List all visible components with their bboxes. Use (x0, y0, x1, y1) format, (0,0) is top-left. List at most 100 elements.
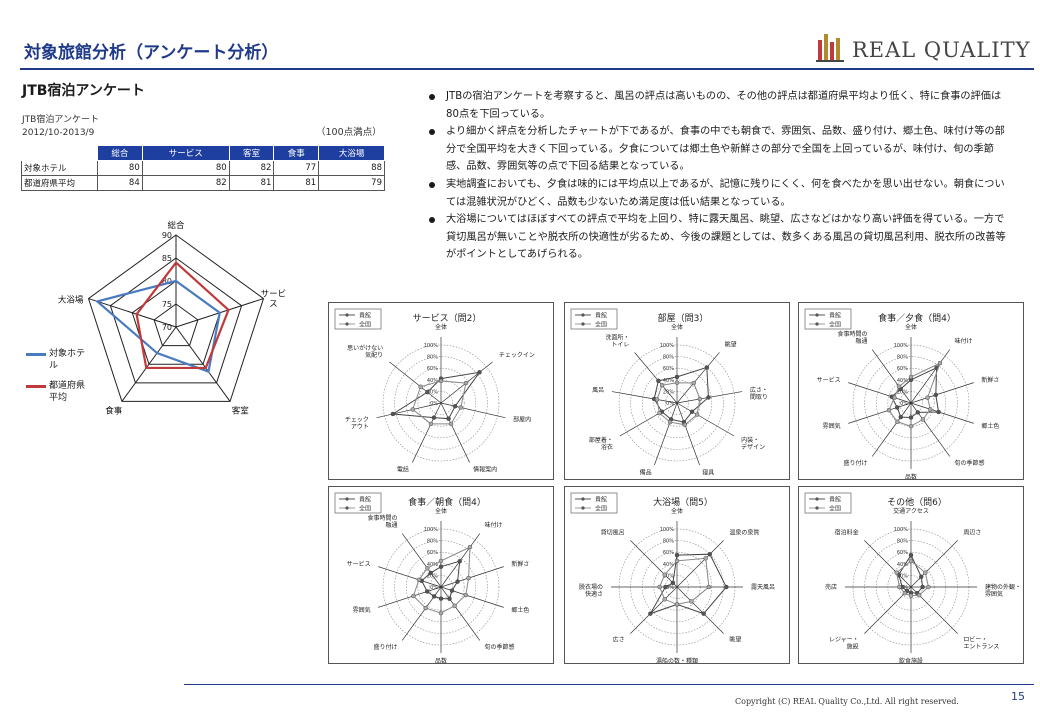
mini-series-point (933, 392, 939, 398)
label-line: 脱衣場の (579, 583, 603, 591)
mini-series-point (886, 407, 892, 413)
mini-axis-label: 脱衣場の快適さ (579, 583, 603, 598)
mini-series-point (455, 579, 460, 584)
score-table: 総合 サービス 客室 食事 大浴場 対象ホテル 80 80 82 77 88 都… (21, 145, 385, 191)
mini-axis-label: 食事時間の融通 (837, 330, 867, 345)
mini-spoke (389, 361, 442, 404)
mini-legend-box (804, 308, 852, 330)
mini-axis-label: 周辺さ (963, 530, 981, 537)
mini-series-point (923, 570, 928, 575)
mini-series-point (657, 410, 662, 416)
label-line: 大浴場 (58, 294, 84, 305)
mini-spoke (412, 402, 442, 463)
column-header: 客室 (228, 145, 275, 161)
mini-axis-label: 全体 (435, 507, 447, 515)
mini-series-point (892, 395, 897, 400)
mini-legend-marker (815, 313, 819, 317)
mini-series-point (654, 397, 660, 402)
label-line: 食事 (105, 406, 123, 417)
label-line: 施設 (847, 642, 859, 650)
mini-tick-label: 0% (666, 401, 674, 407)
mini-axis-label: 品数 (435, 657, 447, 663)
mini-series-line (391, 371, 481, 420)
table-row: 都道府県平均 84 82 81 81 79 (21, 175, 385, 191)
mini-series-point (896, 384, 902, 389)
label-line: チェックイン (499, 352, 535, 359)
label-line: 全体 (905, 323, 917, 331)
mini-legend-label: 貴館 (359, 312, 371, 320)
mini-spoke (619, 402, 678, 437)
mini-axis-label: 露天風呂 (751, 584, 775, 591)
mini-series-point (416, 577, 422, 583)
label-line: 郷土色 (981, 422, 999, 430)
mini-axis-label: 旬の季節感 (954, 459, 984, 467)
mini-chart-title: その他（問6） (887, 496, 947, 508)
mini-grid-ring (630, 356, 724, 450)
label-line: 融通 (385, 521, 397, 529)
mini-legend-marker (345, 497, 349, 501)
table-cell: 82 (141, 175, 230, 191)
mini-chart-other: 貴館全国その他（問6）100%80%60%40%20%0%交通アクセス周辺さ建物… (798, 486, 1024, 665)
mini-series-point (438, 610, 444, 616)
mini-series-point (438, 596, 444, 601)
mini-series-point (898, 414, 903, 420)
mini-series-point (438, 564, 444, 569)
label-line: 気配り (365, 351, 383, 359)
company-logo: REAL QUALITY (814, 30, 1030, 64)
mini-series-point (701, 611, 706, 616)
mini-legend-label: 貴館 (359, 496, 371, 504)
mini-chart-title: 大浴場（問5） (653, 496, 713, 508)
mini-legend-marker (581, 506, 585, 510)
mini-series-point (657, 584, 662, 590)
radar-spoke (121, 326, 177, 402)
table-cell: 81 (273, 175, 320, 191)
row-label: 対象ホテル (21, 160, 98, 176)
label-line: 雰囲気 (985, 590, 1003, 598)
mini-series-point (662, 572, 667, 577)
mini-legend-box (804, 492, 852, 514)
mini-spoke (871, 349, 912, 404)
label-line: 融通 (855, 337, 867, 345)
label-line: 新鮮さ (981, 376, 999, 384)
mini-spoke (676, 352, 720, 404)
mini-tick-label: 40% (897, 562, 908, 568)
mini-series-point (648, 611, 653, 616)
mini-axis-label: 新鮮さ (511, 560, 529, 568)
mini-series-point (431, 594, 437, 599)
mini-series-line (412, 380, 467, 425)
legend-swatch (26, 353, 46, 356)
mini-series-point (674, 602, 680, 607)
mini-axis-label: 雰囲気 (353, 606, 371, 614)
mini-legend-label: 全国 (829, 505, 841, 513)
mini-series-point (411, 593, 416, 599)
label-line: レジャー・ (829, 636, 859, 643)
mini-series-point (425, 566, 430, 571)
mini-axis-label: 部屋着・浴衣 (589, 436, 613, 451)
radar-tick-label: 90 (162, 231, 172, 240)
label-line: 温泉の泉質 (729, 529, 759, 537)
mini-axis-label: 交通アクセス (893, 507, 929, 515)
mini-series-point (902, 590, 908, 596)
mini-spoke (864, 586, 912, 634)
mini-series-point (897, 584, 902, 590)
detail-chart-grid: 貴館全国サービス（問2）100%80%60%40%20%0%全体チェックイン部屋… (328, 302, 1032, 668)
label-line: 雰囲気 (823, 422, 841, 430)
score-table-header: 総合 サービス 客室 食事 大浴場 (21, 145, 385, 161)
mini-series-point (656, 378, 661, 383)
radar-grid-ring (153, 303, 199, 347)
mini-legend-label: 全国 (829, 321, 841, 329)
label-line: 貸切風呂 (601, 529, 625, 537)
radar-series-line (94, 279, 221, 374)
label-line: 情報案内 (473, 466, 497, 474)
mini-axis-label: 温泉の泉質 (729, 529, 759, 537)
mini-tick-label: 20% (427, 389, 438, 395)
row-label: 都道府県平均 (21, 175, 98, 191)
label-line: 旬の季節感 (954, 459, 984, 467)
label-line: トイレ (611, 341, 629, 348)
mini-legend-box (334, 308, 382, 330)
mini-axis-label: 雰囲気 (823, 422, 841, 430)
radar-axis-label: 客室 (232, 406, 250, 417)
mini-chart-room: 貴館全国部屋（問3）100%80%60%40%20%0%全体眺望広さ・間取り内装… (564, 302, 790, 480)
